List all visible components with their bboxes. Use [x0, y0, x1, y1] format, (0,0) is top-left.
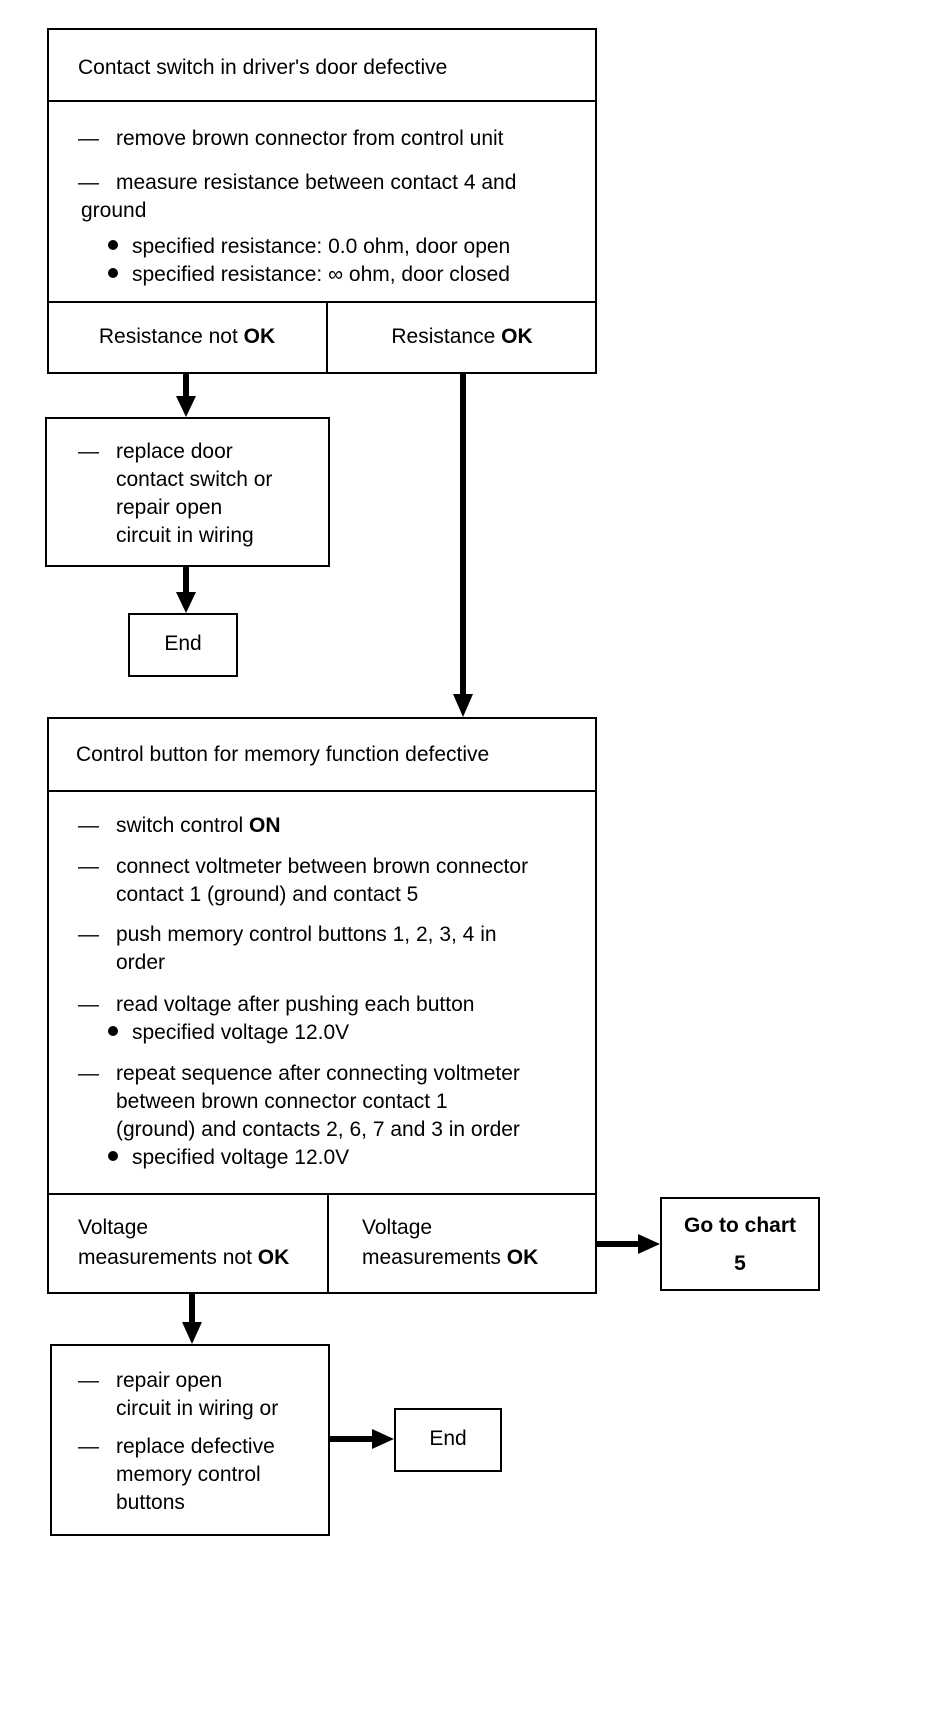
step-measure-resistance: — measure resistance between contact 4 a…	[78, 171, 517, 222]
divider	[47, 301, 597, 303]
branch-voltage-not-ok: Voltage measurements not OK	[78, 1216, 290, 1269]
replace-switch-box	[45, 417, 330, 567]
end-label: End	[164, 632, 202, 655]
step-remove-connector: —remove brown connector from control uni…	[78, 127, 504, 150]
arrowhead	[372, 1429, 394, 1449]
spec-voltage-2: specified voltage 12.0V	[108, 1143, 349, 1173]
divider	[47, 790, 597, 792]
step-repeat-sequence: — repeat sequence after connecting voltm…	[78, 1062, 520, 1141]
spec-voltage-1: specified voltage 12.0V	[108, 1018, 349, 1048]
door-switch-check-box	[47, 28, 597, 374]
go-to-chart-box	[660, 1197, 820, 1291]
branch-resistance-ok: Resistance OK	[391, 325, 533, 348]
step-connect-voltmeter: — connect voltmeter between brown connec…	[78, 855, 529, 906]
step-push-buttons: — push memory control buttons 1, 2, 3, 4…	[78, 923, 497, 974]
step-replace-buttons: — replace defective memory control butto…	[78, 1435, 275, 1514]
step-read-voltage: —read voltage after pushing each button	[78, 993, 475, 1016]
arrowhead	[176, 396, 196, 417]
divider	[327, 1193, 329, 1294]
arrowhead	[176, 592, 196, 613]
arrowhead	[182, 1322, 202, 1344]
arrowhead	[453, 694, 473, 717]
divider	[47, 100, 597, 102]
branch-voltage-ok: Voltage measurements OK	[362, 1216, 539, 1269]
branch-resistance-not-ok: Resistance not OK	[98, 325, 276, 348]
end-box	[394, 1408, 502, 1472]
end-box	[128, 613, 238, 677]
step-replace-switch: — replace door contact switch or repair …	[78, 440, 273, 547]
spec-door-open: specified resistance: 0.0 ohm, door open	[108, 232, 510, 262]
repair-wiring-box	[50, 1344, 330, 1536]
divider	[326, 301, 328, 374]
step-repair-wiring: — repair open circuit in wiring or	[78, 1369, 279, 1420]
step-switch-control-on: —switch control ON	[78, 814, 281, 837]
memory-button-title: Control button for memory function defec…	[76, 743, 490, 766]
memory-button-check-box	[47, 717, 597, 1294]
arrowhead	[638, 1234, 660, 1254]
door-switch-title: Contact switch in driver's door defectiv…	[78, 56, 448, 79]
end-label: End	[429, 1427, 467, 1450]
go-to-chart-label: Go to chart 5	[683, 1214, 796, 1275]
divider	[47, 1193, 597, 1195]
spec-door-closed: specified resistance: ∞ ohm, door closed	[108, 260, 510, 290]
